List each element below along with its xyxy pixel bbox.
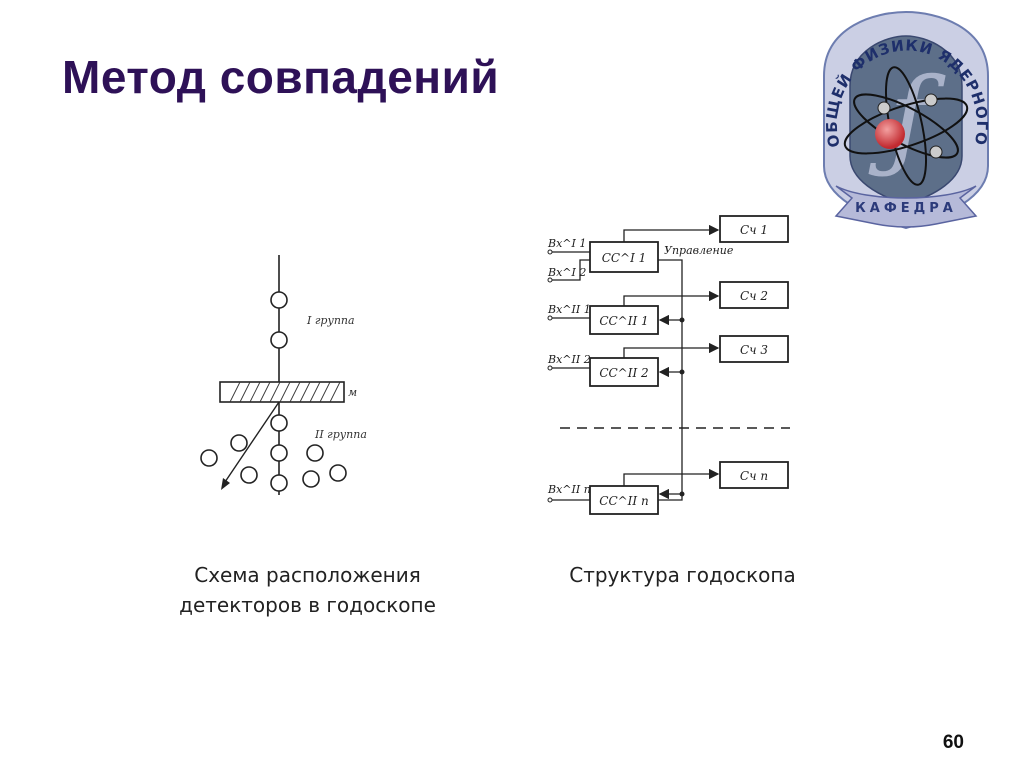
input-3-label: Вх^II 1 (547, 303, 591, 316)
input-2-label: Вх^I 2 (547, 266, 586, 279)
right-caption: Структура годоскопа (569, 563, 796, 587)
coincidence-block-1-label: СС^I 1 (602, 251, 647, 265)
left-caption-line-1: Схема расположения (194, 563, 421, 587)
counter-1 (719, 215, 789, 243)
counter-n-label: Сч n (740, 469, 768, 483)
coincidence-block-n-label: СС^II n (599, 494, 648, 508)
input-n-label: Вх^II n (547, 483, 591, 496)
group1-label: I группа (306, 314, 355, 327)
input-2: Вх^I 2 (547, 259, 590, 283)
counter-2-label: Сч 2 (740, 289, 768, 303)
page-number: 60 (942, 732, 964, 753)
input-1: Вх^I 1 (547, 237, 590, 255)
slide-title: Метод совпадений (62, 51, 500, 103)
counter-3-label: Сч 3 (740, 343, 768, 357)
logo-banner-text: КАФЕДРА (855, 201, 957, 216)
absorber-label: м (348, 386, 357, 399)
counter-n (719, 461, 789, 489)
coincidence-block-2-label: СС^II 1 (599, 314, 648, 328)
control-label: Управление (664, 244, 734, 257)
coincidence-block-n (589, 485, 659, 515)
input-3: Вх^II 1 (547, 303, 591, 321)
logo-nucleus (875, 119, 905, 149)
input-4: Вх^II 2 (547, 353, 591, 371)
input-n: Вх^II n (547, 483, 591, 503)
counter-3 (719, 335, 789, 363)
counter-1-label: Сч 1 (740, 223, 768, 237)
connection-lines (623, 224, 720, 501)
counter-2 (719, 281, 789, 309)
coincidence-block-3 (589, 357, 659, 387)
department-logo: ОБЩЕЙ ФИЗИКИ ЯДЕРНОГО СИНТЕЗА ƒ КАФЕДРА (816, 6, 990, 230)
left-figure-caption: Схема расположения детекторов в годоскоп… (150, 560, 465, 620)
coincidence-block-3-label: СС^II 2 (599, 366, 648, 380)
input-1-label: Вх^I 1 (547, 237, 586, 250)
detector-arrangement-diagram: I группа м II группа (200, 255, 367, 495)
coincidence-block-2 (589, 305, 659, 335)
input-4-label: Вх^II 2 (547, 353, 591, 366)
left-caption-line-2: детекторов в годоскопе (179, 593, 436, 617)
group2-label: II группа (314, 428, 367, 441)
coincidence-block-1 (589, 241, 659, 273)
hodoscope-structure-diagram: Вх^I 1 Вх^I 2 Вх^II 1 Вх^II 2 Вх^II n СС… (547, 215, 790, 515)
right-figure-caption: Структура годоскопа (540, 560, 825, 590)
